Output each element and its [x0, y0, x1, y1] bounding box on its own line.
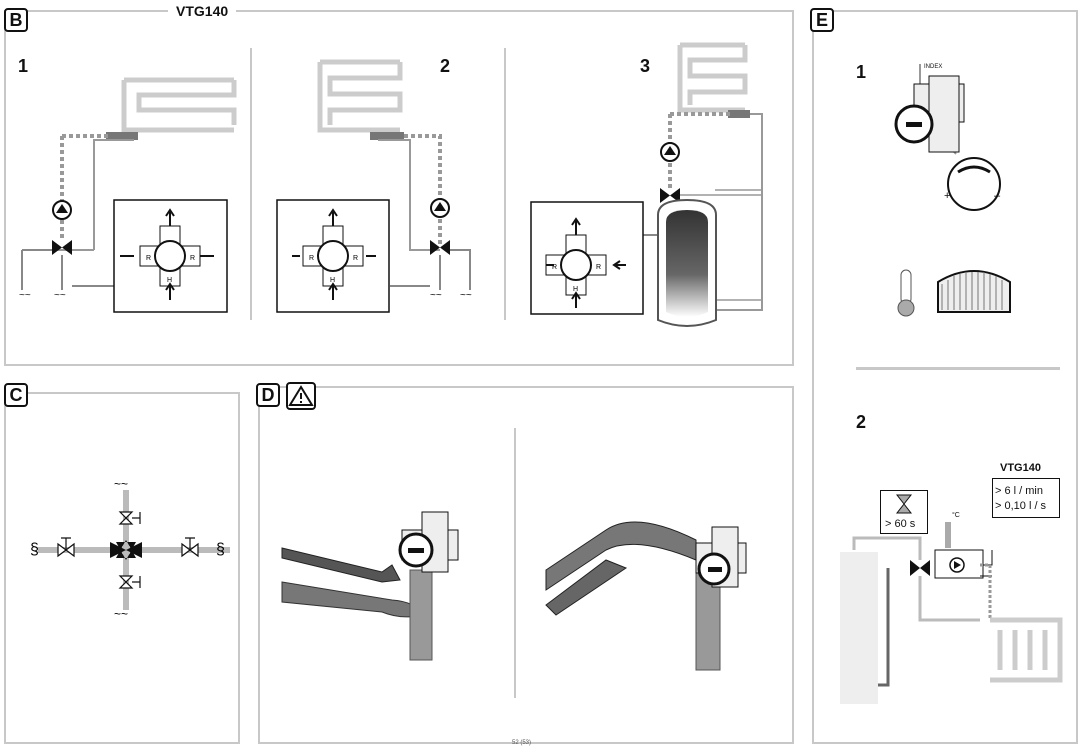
timer-box: > 60 s — [880, 490, 928, 534]
dial-plus-label: + — [944, 190, 951, 202]
section-c-badge: C — [4, 383, 28, 407]
e2-model-label: VTG140 — [1000, 462, 1041, 474]
svg-text:R: R — [190, 255, 195, 262]
svg-text:R: R — [552, 264, 557, 271]
e-step-1: 1 — [856, 62, 867, 82]
panel-d — [258, 386, 794, 744]
panel-c — [4, 392, 240, 744]
svg-text:H: H — [330, 277, 335, 284]
svg-text:~~: ~~ — [19, 290, 31, 301]
c-diagram: § § ~~ ~~ — [30, 477, 230, 621]
index-label: INDEX — [924, 64, 943, 70]
timer-value: > 60 s — [885, 518, 916, 530]
e-step-2: 2 — [856, 412, 867, 432]
svg-text:R: R — [309, 255, 314, 262]
b3-diagram: R R H — [530, 42, 763, 327]
page-number: 52 (53) — [512, 740, 532, 746]
section-e-badge: E — [810, 8, 834, 32]
b-step-2: 2 — [440, 56, 451, 76]
svg-text:~~: ~~ — [54, 290, 66, 301]
d1-wrench-illustration — [281, 511, 459, 661]
svg-text:~~: ~~ — [430, 290, 442, 301]
e2-system-diagram — [840, 522, 1063, 704]
svg-text:R: R — [596, 264, 601, 271]
b1-diagram: ~~ ~~ R R H — [19, 77, 237, 313]
svg-text:§: § — [216, 541, 225, 558]
svg-text:§: § — [30, 541, 39, 558]
dial-minus-label: – — [994, 190, 1001, 202]
svg-text:R: R — [353, 255, 358, 262]
svg-text:H: H — [573, 286, 578, 293]
e1-valve-index-illustration — [894, 64, 1001, 211]
b-step-1: 1 — [18, 56, 29, 76]
b-divider-1 — [250, 48, 252, 320]
flow-info-box: > 6 l / min > 0,10 l / s — [992, 478, 1060, 518]
section-b-badge: B — [4, 8, 28, 32]
temp-unit-label: °C — [952, 512, 960, 519]
section-b-title: VTG140 — [168, 3, 237, 19]
warning-triangle-icon — [286, 382, 316, 410]
thermometer-icon — [897, 269, 915, 317]
flow-value-lpm: > 6 l / min — [995, 485, 1043, 497]
b-divider-2 — [504, 48, 506, 320]
b-step-3: 3 — [640, 56, 651, 76]
e-divider — [856, 367, 1060, 370]
svg-text:~~: ~~ — [114, 477, 128, 491]
section-d-badge: D — [256, 383, 280, 407]
svg-text:H: H — [167, 277, 172, 284]
panel-e — [812, 10, 1078, 744]
d2-pliers-illustration — [545, 521, 747, 671]
b2-diagram: ~~ ~~ R R H — [276, 59, 472, 313]
svg-text:~~: ~~ — [114, 607, 128, 621]
flow-value-lps: > 0,10 l / s — [995, 500, 1047, 512]
d-divider — [514, 428, 516, 698]
hourglass-icon — [895, 494, 913, 514]
temperature-knob-illustration — [937, 270, 1011, 313]
panel-b — [4, 10, 794, 366]
svg-text:R: R — [146, 255, 151, 262]
svg-text:~~: ~~ — [460, 290, 472, 301]
